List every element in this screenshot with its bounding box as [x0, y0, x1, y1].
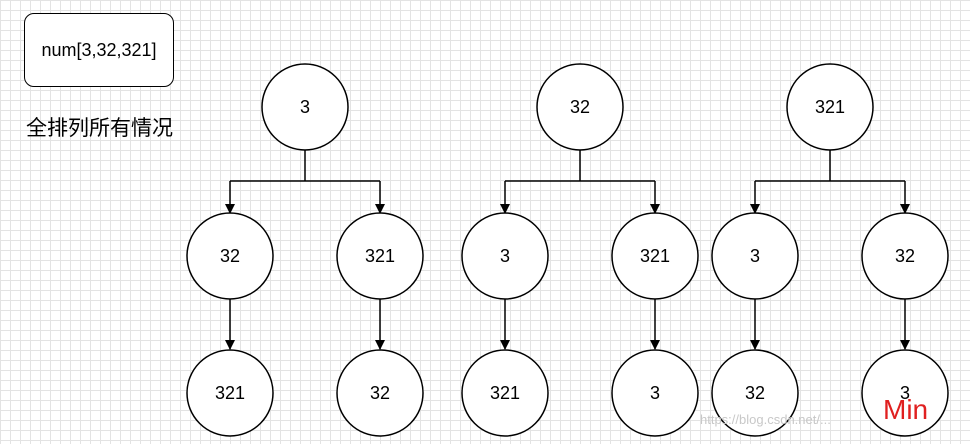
node-label: 3 [900, 383, 910, 403]
tree-node-level3-5: 32 [711, 349, 799, 437]
array-input-label: num[3,32,321] [41, 39, 157, 60]
node-label: 321 [365, 246, 395, 266]
tree-node-level2-2: 321 [336, 212, 424, 300]
node-label: 32 [745, 383, 765, 403]
tree-node-level2-5: 3 [711, 212, 799, 300]
node-label: 3 [300, 97, 310, 117]
tree-node-level3-4: 3 [611, 349, 699, 437]
tree-node-level3-3: 321 [461, 349, 549, 437]
node-label: 3 [750, 246, 760, 266]
tree-node-level2-4: 321 [611, 212, 699, 300]
watermark: https://blog.csdn.net/... [700, 412, 831, 427]
tree-node-level2-1: 32 [186, 212, 274, 300]
node-label: 321 [215, 383, 245, 403]
tree-edges-root-2 [500, 150, 660, 350]
tree-edges-root-1 [225, 150, 385, 350]
node-label: 3 [650, 383, 660, 403]
tree-node-level3-2: 32 [336, 349, 424, 437]
node-label: 321 [815, 97, 845, 117]
tree-node-root-2: 32 [536, 63, 624, 151]
node-label: 32 [570, 97, 590, 117]
tree-node-root-3: 321 [786, 63, 874, 151]
tree-node-level3-6: 3 [861, 349, 949, 437]
tree-node-level2-6: 32 [861, 212, 949, 300]
node-label: 32 [370, 383, 390, 403]
node-label: 32 [895, 246, 915, 266]
node-label: 321 [490, 383, 520, 403]
node-label: 32 [220, 246, 240, 266]
node-label: 321 [640, 246, 670, 266]
min-annotation: Min [883, 394, 929, 425]
tree-node-level2-3: 3 [461, 212, 549, 300]
tree-node-root-1: 3 [261, 63, 349, 151]
permutations-caption: 全排列所有情况 [26, 116, 173, 140]
tree-edges-root-3 [750, 150, 910, 350]
array-input-box: num[3,32,321] [24, 13, 174, 87]
tree-node-level3-1: 321 [186, 349, 274, 437]
node-label: 3 [500, 246, 510, 266]
